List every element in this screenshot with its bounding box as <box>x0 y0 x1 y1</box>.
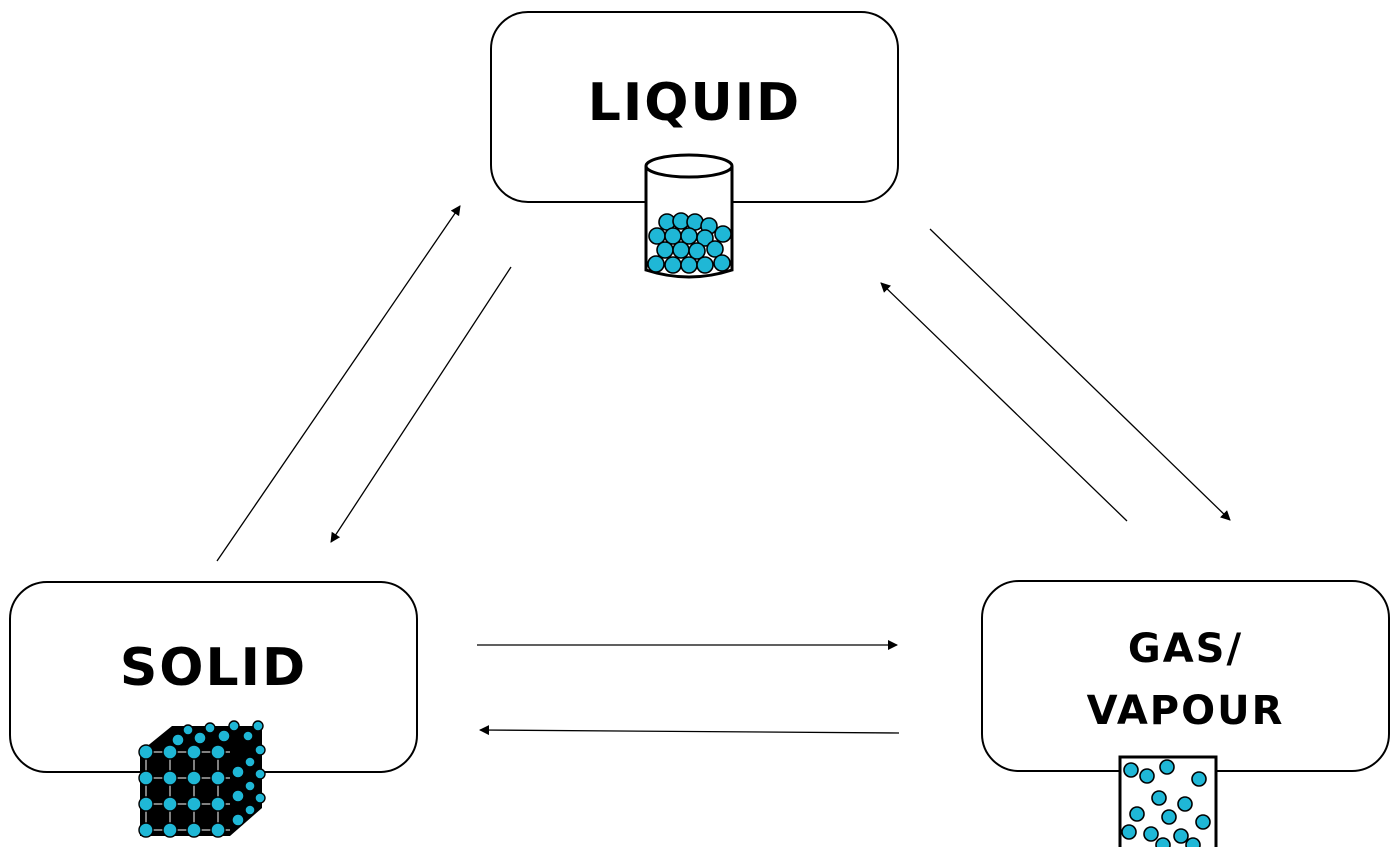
gas-label-line1: GAS/ <box>1127 626 1244 672</box>
arrow-solid-to-liquid <box>216 205 461 562</box>
arrow-gas-to-solid <box>479 725 900 736</box>
arrow-gas-to-liquid <box>880 282 1128 522</box>
arrow-liquid-to-gas <box>929 228 1231 521</box>
liquid-beaker-icon <box>644 153 734 279</box>
arrow-liquid-to-solid <box>330 266 512 543</box>
gas-label-line2: VAPOUR <box>1086 688 1285 734</box>
solid-label: SOLID <box>119 638 308 698</box>
liquid-label: LIQUID <box>587 73 802 133</box>
solid-state-box: SOLID <box>9 581 418 773</box>
solid-lattice-icon <box>138 720 266 838</box>
gas-state-box: GAS/ VAPOUR <box>981 580 1390 772</box>
gas-container-icon <box>1118 755 1218 847</box>
